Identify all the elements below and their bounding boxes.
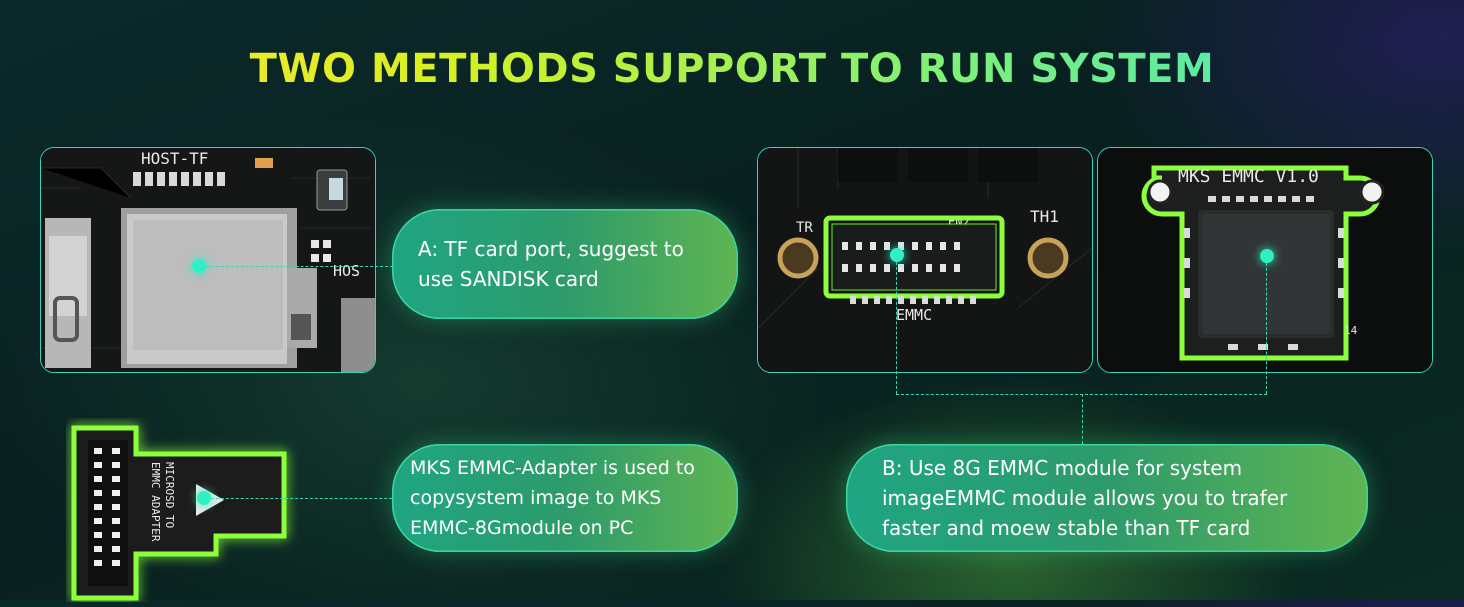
emmc-callout-text: B: Use 8G EMMC module for system imageEM…: [882, 456, 1288, 540]
adapter-callout-text: MKS EMMC-Adapter is used to copysystem i…: [410, 457, 695, 539]
hos-label: HOS: [333, 262, 360, 280]
pin-14-label: 14: [1344, 324, 1358, 337]
tf-card-callout: A: TF card port, suggest to use SANDISK …: [392, 209, 738, 319]
adapter-label-line2: EMMC ADAPTER: [149, 462, 162, 542]
emmc-header-marker-dot: [890, 248, 904, 262]
adapter-callout: MKS EMMC-Adapter is used to copysystem i…: [392, 444, 738, 552]
tr-label: TR: [796, 220, 813, 236]
tf-port-marker-dot: [192, 259, 206, 273]
emmc-module-marker-dot: [1260, 249, 1274, 263]
emmc-callout: B: Use 8G EMMC module for system imageEM…: [846, 444, 1368, 552]
th1-label: TH1: [1030, 207, 1059, 226]
emmc-header-connector-line: [896, 262, 897, 394]
emmc-join-line: [896, 394, 1267, 395]
emmc-drop-line: [1082, 394, 1083, 444]
page-title: TWO METHODS SUPPORT TO RUN SYSTEM: [0, 46, 1464, 92]
adapter-label-line1: MICROSD TO: [163, 462, 176, 528]
emmc-header-label: EMMC: [896, 306, 932, 324]
tf-card-port-photo: HOST-TF HOS: [40, 147, 376, 373]
adapter-marker-dot: [197, 491, 211, 505]
mks-emmc-module-label: MKS EMMC V1.0: [1178, 166, 1319, 187]
emmc-adapter-photo: MICROSD TO EMMC ADAPTER: [66, 418, 300, 602]
host-tf-label: HOST-TF: [141, 149, 208, 168]
emmc-module-connector-line: [1266, 263, 1267, 394]
tf-card-callout-text: A: TF card port, suggest to use SANDISK …: [418, 237, 684, 291]
tf-port-connector-line: [206, 266, 398, 267]
emmc-header-photo: TR EN2 TH1 EMMC: [757, 147, 1093, 373]
adapter-connector-line: [211, 498, 397, 499]
